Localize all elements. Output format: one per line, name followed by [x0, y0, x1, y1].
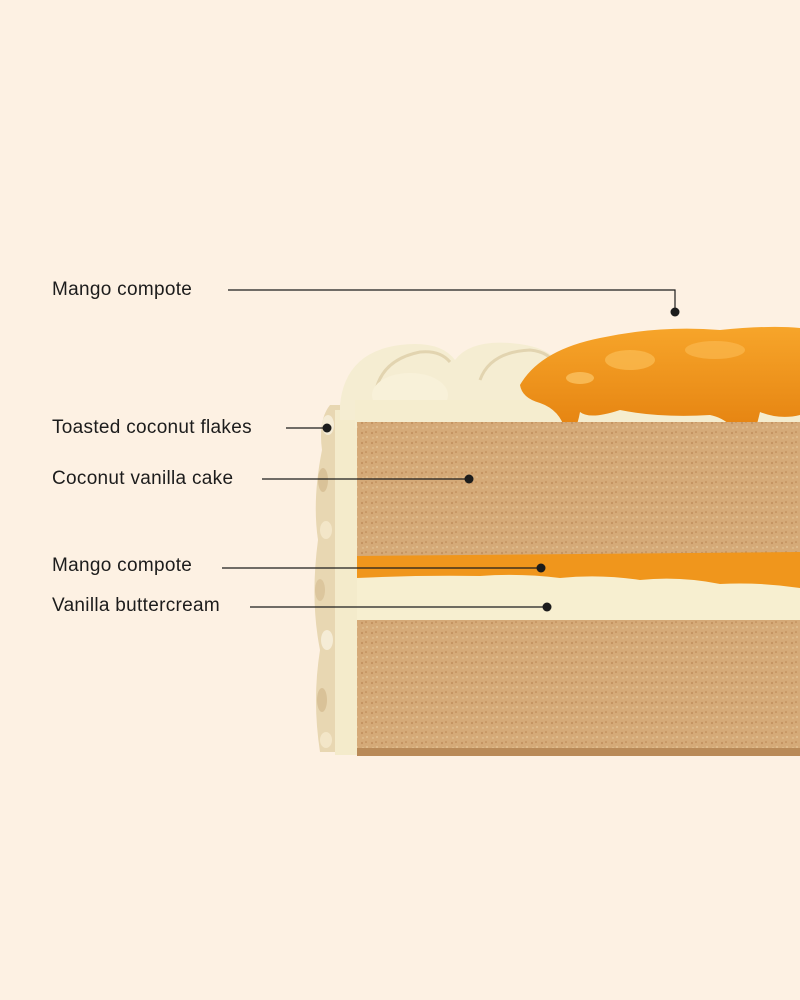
- callout-dot-coconut-flakes: [322, 423, 332, 433]
- callout-dot-buttercream: [542, 602, 552, 612]
- callout-dots: [322, 307, 680, 612]
- callout-dot-middle-mango: [536, 563, 546, 573]
- buttercream-wall: [335, 410, 357, 755]
- middle-buttercream-layer: [357, 574, 800, 626]
- callout-line-top-mango: [228, 289, 676, 312]
- callout-connectors: [222, 289, 676, 608]
- bottom-sponge-layer: [357, 620, 800, 755]
- callout-dot-cake: [464, 474, 474, 484]
- callout-label-coconut-vanilla-cake: Coconut vanilla cake: [52, 468, 234, 489]
- callout-dot-top-mango: [670, 307, 680, 317]
- callout-label-toasted-coconut-flakes: Toasted coconut flakes: [52, 417, 252, 438]
- callout-label-top-mango-compote: Mango compote: [52, 279, 193, 300]
- top-sponge-layer: [357, 422, 800, 557]
- callout-label-middle-mango-compote: Mango compote: [52, 555, 193, 576]
- callout-label-vanilla-buttercream: Vanilla buttercream: [52, 595, 220, 616]
